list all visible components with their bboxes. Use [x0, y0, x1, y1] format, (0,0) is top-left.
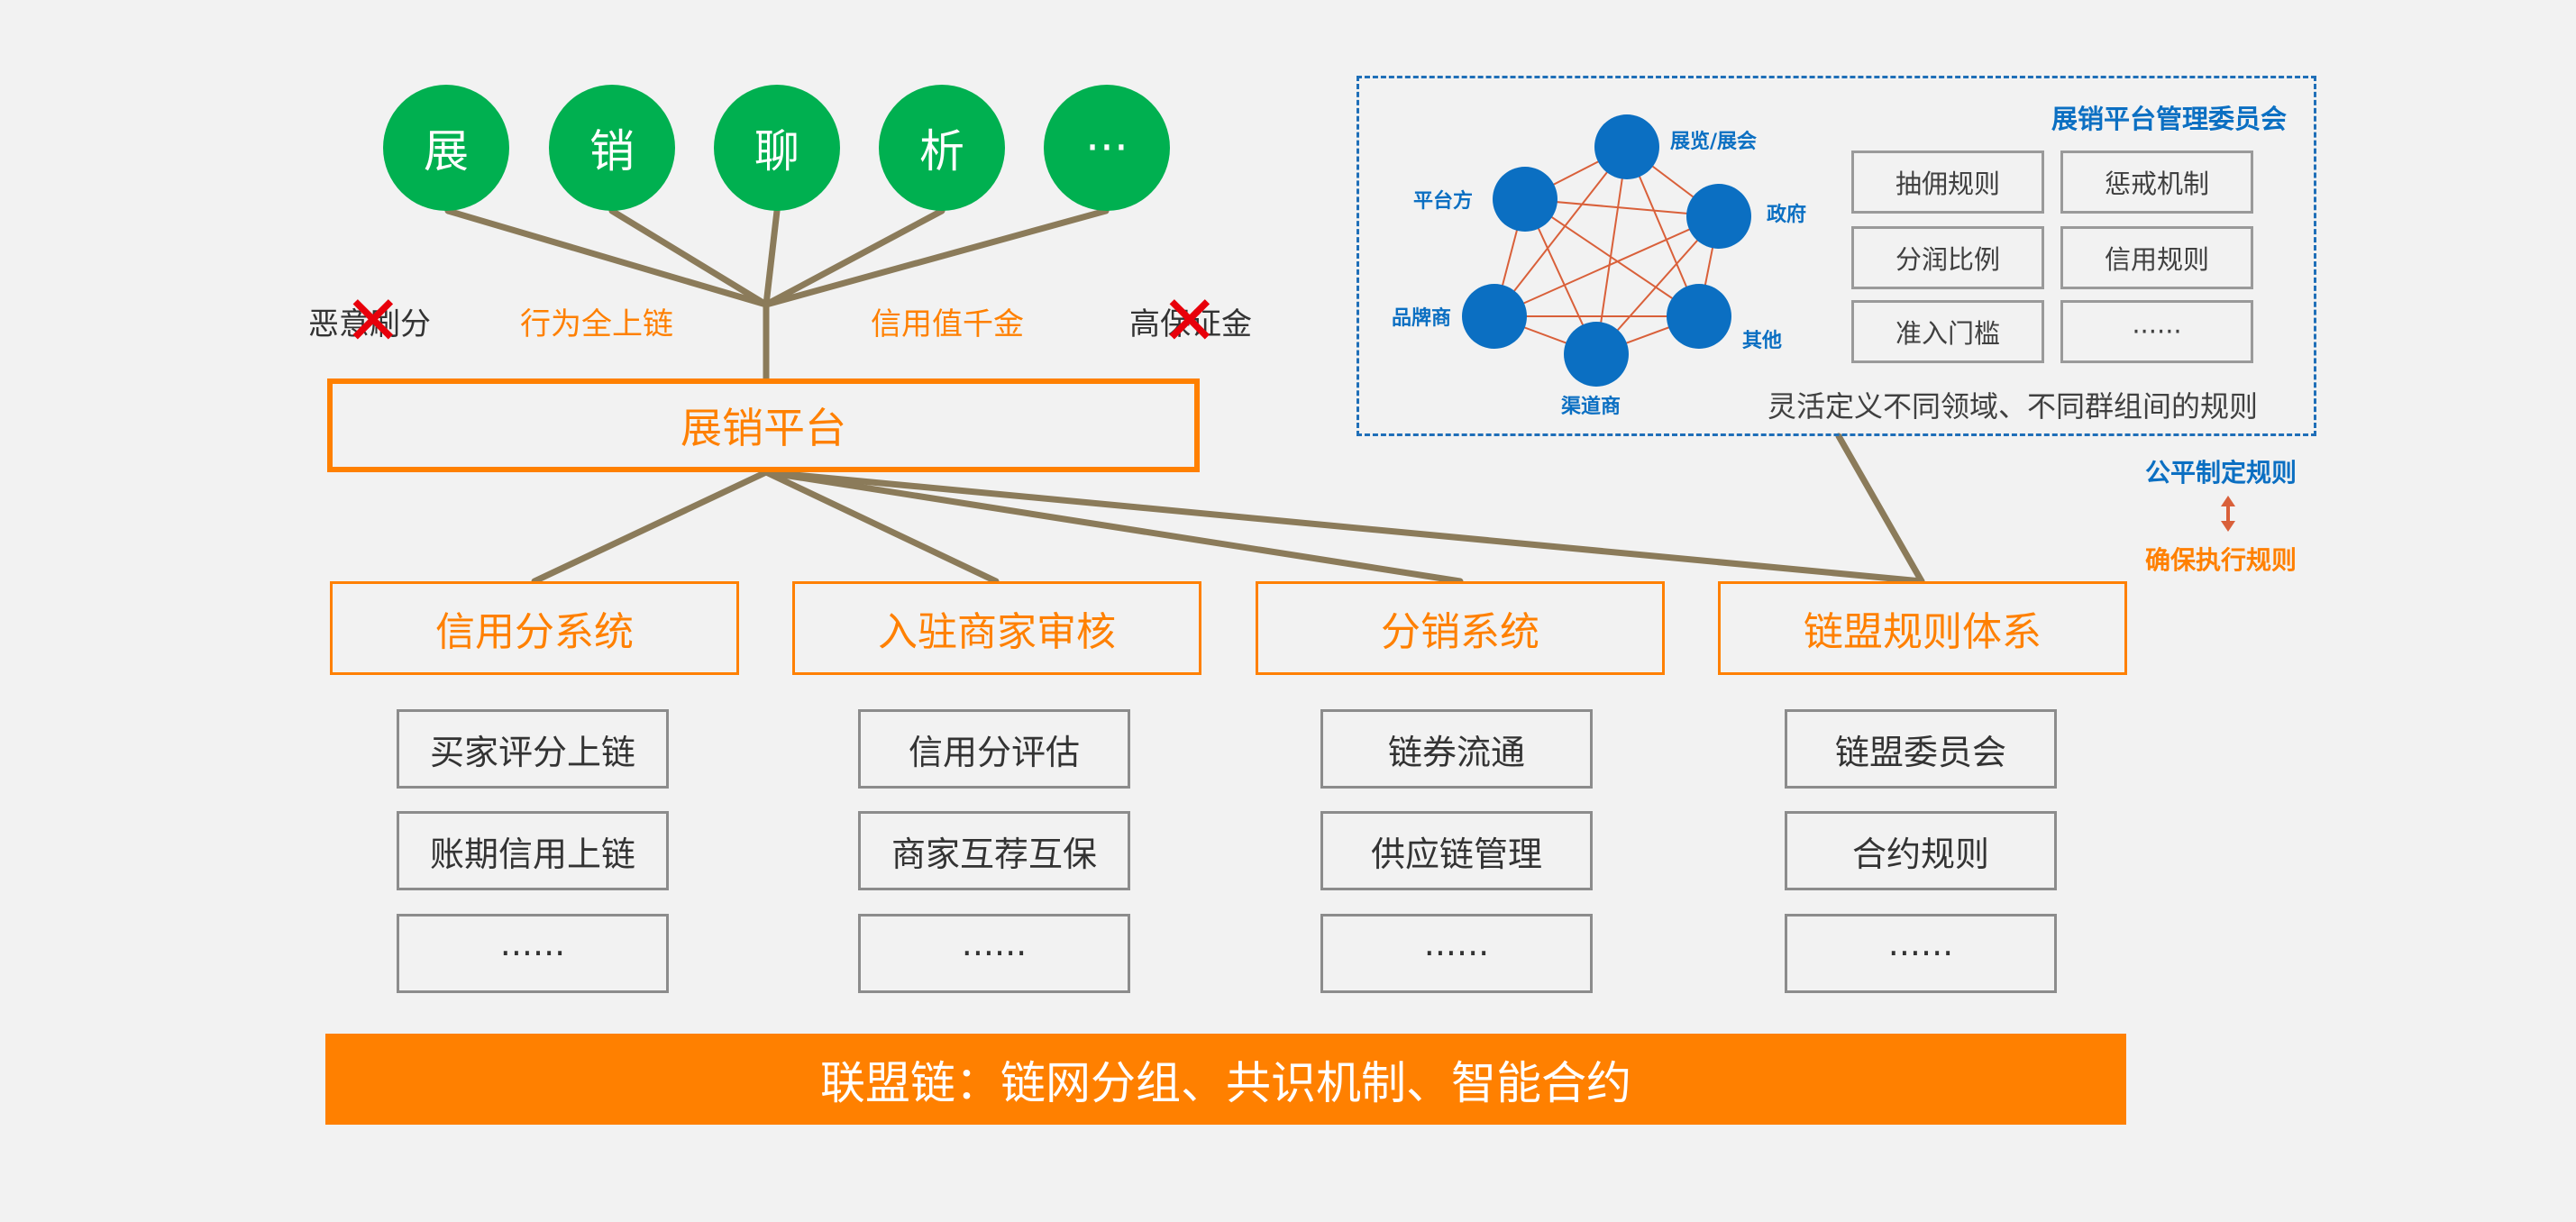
sub-item-label: 链券流通 [1387, 732, 1525, 772]
cross-icon: ✕ [344, 280, 402, 360]
mesh-link [1494, 146, 1628, 317]
sub-item-label: 信用分评估 [908, 732, 1080, 772]
sub-item: 供应链管理 [1320, 811, 1593, 890]
circle-label: 聊 [754, 125, 799, 178]
system-title: 入驻商家审核 [878, 609, 1116, 655]
rule-item: 准入门槛 [1851, 300, 2044, 363]
node-label-brand: 品牌商 [1392, 307, 1452, 330]
system-title: 信用分系统 [435, 609, 634, 655]
rule-label: 准入门槛 [1895, 318, 2000, 349]
sub-item-label: 合约规则 [1851, 834, 1989, 874]
member-network-mesh [1494, 146, 1720, 355]
circle-xi: 析 [879, 85, 1005, 211]
rule-item: 抽佣规则 [1851, 150, 2044, 214]
committee-note: 灵活定义不同领域、不同群组间的规则 [1768, 389, 2259, 424]
member-node [1564, 322, 1629, 387]
member-node [1667, 284, 1731, 349]
circle-more: ··· [1044, 85, 1170, 211]
sub-item-label: 链盟委员会 [1834, 732, 2006, 772]
mesh-link [1494, 215, 1720, 317]
platform-box: 展销平台 [327, 378, 1200, 472]
sub-item: ······ [1785, 914, 2057, 993]
sub-item: 账期信用上链 [397, 811, 669, 890]
label-credit-value: 信用值千金 [871, 306, 1024, 342]
system-alliance-rules: 链盟规则体系 [1718, 581, 2127, 675]
circle-liao: 聊 [714, 85, 840, 211]
mesh-link [1595, 146, 1628, 355]
circle-zhan: 展 [383, 85, 509, 211]
alliance-chain-banner: 联盟链：链网分组、共识机制、智能合约 [325, 1034, 2126, 1125]
sub-item-label: ······ [961, 934, 1028, 973]
banner-text: 联盟链：链网分组、共识机制、智能合约 [820, 1056, 1631, 1109]
rule-item: 信用规则 [2060, 226, 2253, 289]
sub-item-label: 供应链管理 [1370, 834, 1542, 874]
node-label-platform: 平台方 [1413, 190, 1474, 213]
sub-item: ······ [1320, 914, 1593, 993]
label-malicious-rating: 恶意刷分 [308, 306, 431, 342]
rule-label: 分润比例 [1895, 244, 2000, 275]
system-distribution: 分销系统 [1256, 581, 1665, 675]
circle-label: 展 [424, 125, 469, 178]
system-title: 链盟规则体系 [1804, 609, 2042, 655]
rule-item: 分润比例 [1851, 226, 2044, 289]
sub-item: 商家互荐互保 [858, 811, 1130, 890]
member-node [1462, 284, 1527, 349]
member-node [1493, 167, 1557, 232]
circle-label: ··· [1085, 122, 1128, 174]
sub-item: 链盟委员会 [1785, 709, 2057, 789]
system-title: 分销系统 [1381, 609, 1539, 655]
rule-item: 惩戒机制 [2060, 150, 2253, 214]
label-behavior-on-chain: 行为全上链 [520, 306, 673, 342]
committee-panel: 展销平台管理委员会 展览/展会 政府 其他 渠道商 品牌商 平台方 抽佣规则 惩… [1357, 76, 2316, 436]
member-node [1594, 114, 1659, 179]
platform-title: 展销平台 [681, 404, 846, 452]
label-fair-rules: 公平制定规则 [2145, 458, 2297, 488]
cross-icon: ✕ [1161, 280, 1219, 360]
system-credit-score: 信用分系统 [330, 581, 739, 675]
node-label-channel: 渠道商 [1561, 396, 1621, 418]
label-high-deposit: 高保证金 [1129, 306, 1252, 342]
rule-label: 惩戒机制 [2104, 169, 2209, 199]
sub-item-label: ······ [499, 934, 566, 973]
sub-item-label: ······ [1887, 934, 1954, 973]
node-label-government: 政府 [1767, 204, 1807, 226]
circle-label: 销 [589, 125, 635, 178]
member-node [1686, 184, 1751, 249]
sub-item: 合约规则 [1785, 811, 2057, 890]
sub-item-label: 账期信用上链 [429, 834, 635, 874]
sub-item-label: 买家评分上链 [429, 732, 635, 772]
node-label-exhibition: 展览/展会 [1670, 131, 1758, 153]
sub-item: ······ [397, 914, 669, 993]
double-arrow-icon [2221, 496, 2235, 532]
sub-item: 链券流通 [1320, 709, 1593, 789]
rule-label: 抽佣规则 [1895, 169, 2000, 199]
label-ensure-rules: 确保执行规则 [2145, 545, 2297, 575]
sub-item-label: ······ [1423, 934, 1490, 973]
sub-item: ······ [858, 914, 1130, 993]
system-merchant-review: 入驻商家审核 [792, 581, 1201, 675]
sub-item: 买家评分上链 [397, 709, 669, 789]
sub-item: 信用分评估 [858, 709, 1130, 789]
rule-label: 信用规则 [2104, 244, 2209, 275]
circle-xiao: 销 [549, 85, 675, 211]
committee-title: 展销平台管理委员会 [2051, 104, 2287, 134]
mesh-link [1524, 198, 1700, 317]
circle-label: 析 [919, 125, 964, 178]
node-label-others: 其他 [1742, 330, 1783, 352]
rule-item: ······ [2060, 300, 2253, 363]
rule-label: ······ [2132, 316, 2182, 347]
sub-item-label: 商家互荐互保 [891, 834, 1097, 874]
